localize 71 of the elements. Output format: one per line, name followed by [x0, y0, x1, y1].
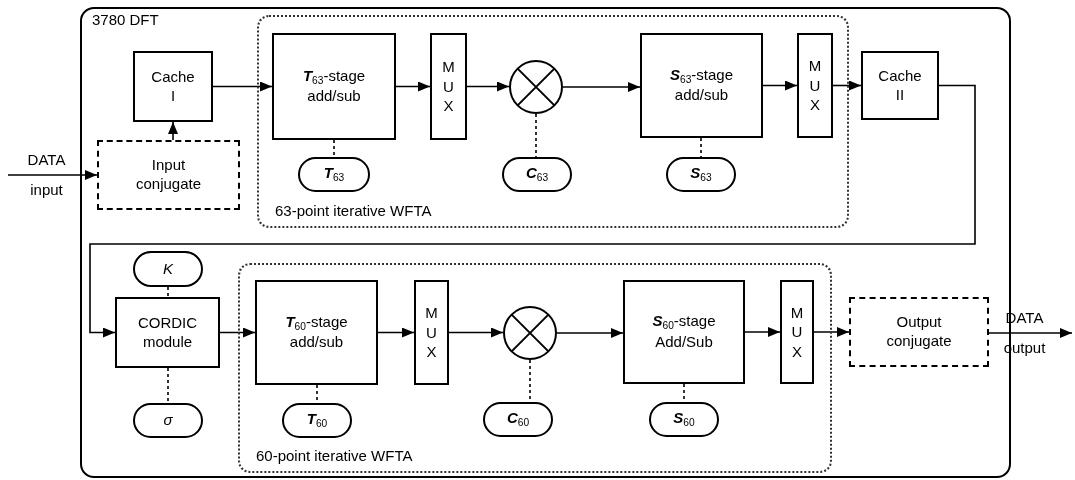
block-label: T$_{63}$-stage add/sub: [301, 66, 367, 106]
arrow: [813, 327, 850, 337]
parameter-pill: [133, 251, 203, 287]
signal-label: DATA input: [26, 150, 67, 200]
process-block: [115, 297, 220, 368]
parameter-pill: [298, 157, 370, 192]
block-label: Output conjugate: [885, 313, 953, 351]
multiplier-circle: [503, 306, 557, 360]
parameter-pill: [502, 157, 572, 192]
mux-block: [430, 33, 467, 140]
arrow: [744, 327, 781, 337]
dashed-connector: [167, 286, 169, 298]
mux-label: MUX: [807, 56, 823, 115]
wfta-group: [257, 15, 849, 228]
arrow: [7, 170, 98, 180]
arrow: [762, 80, 798, 91]
parameter-label: T$_{60}$: [306, 410, 328, 431]
group-label: 60-point iterative WFTA: [256, 447, 413, 465]
mux-block: [797, 33, 833, 138]
mux-block: [414, 280, 449, 385]
arrow: [89, 84, 976, 338]
parameter-label: K: [163, 259, 173, 279]
arrow: [832, 80, 862, 91]
wfta-group: [238, 263, 832, 473]
arrow: [395, 81, 431, 92]
process-block: [133, 51, 213, 122]
boundary-heading: 3780 DFT: [92, 11, 159, 29]
dashed-connector: [333, 139, 335, 158]
dashed-connector: [167, 367, 169, 404]
process-block: [623, 280, 745, 384]
parameter-label: C$_{60}$: [506, 409, 530, 430]
block-label: CORDIC module: [136, 313, 199, 352]
parameter-label: T$_{63}$: [323, 164, 345, 185]
dashed-connector: [535, 113, 537, 158]
process-block: [861, 51, 939, 120]
process-block: [255, 280, 378, 385]
arrow: [562, 82, 641, 92]
parameter-label: C$_{63}$: [525, 164, 549, 185]
conjugate-block: [849, 297, 989, 367]
block-label: S$_{60}$-stage Add/Sub: [651, 312, 717, 352]
arrow: [377, 327, 415, 338]
block-label: Cache II: [877, 66, 923, 105]
conjugate-block: [97, 140, 240, 210]
block-label: T$_{60}$-stage add/sub: [284, 312, 349, 352]
block-label: S$_{63}$-stage add/sub: [668, 65, 735, 105]
arrow: [448, 327, 504, 338]
multiplier-circle: [509, 60, 563, 114]
arrow: [988, 328, 1073, 338]
mux-label: MUX: [441, 57, 456, 116]
mux-block: [780, 280, 814, 384]
arrow: [168, 121, 178, 141]
parameter-pill: [483, 402, 553, 437]
process-block: [640, 33, 763, 138]
parameter-label: S$_{63}$: [690, 164, 712, 185]
dashed-connector: [700, 137, 702, 158]
parameter-pill: [282, 403, 352, 438]
block-label: Cache I: [150, 67, 196, 106]
parameter-pill: [133, 403, 203, 438]
arrow: [219, 327, 256, 338]
arrow: [466, 81, 510, 92]
mux-label: MUX: [789, 302, 805, 362]
arrow: [212, 81, 273, 92]
process-block: [272, 33, 396, 140]
group-label: 63-point iterative WFTA: [275, 202, 432, 220]
mux-label: MUX: [424, 303, 439, 362]
block-label: Input conjugate: [134, 156, 203, 194]
parameter-pill: [649, 402, 719, 437]
parameter-pill: [666, 157, 736, 192]
parameter-label: S$_{60}$: [673, 409, 695, 430]
arrow: [556, 328, 624, 338]
parameter-label: σ: [163, 411, 173, 430]
